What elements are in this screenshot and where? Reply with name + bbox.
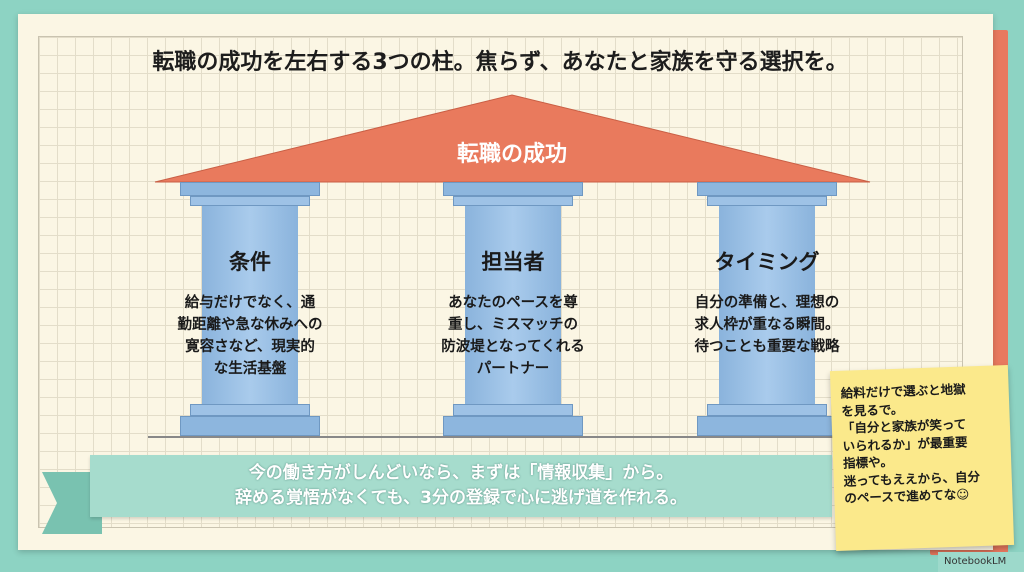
pillar-title: タイミング [714,250,820,274]
sticky-note: 給料だけで選ぶと地獄 を見るで。 「自分と家族が笑って いられるか」が最重要 指… [829,364,1015,552]
pillar-timing [697,182,837,438]
banner-line-1: 今の働き方がしんどいなら、まずは「情報収集」から。 [248,463,674,483]
pillar-agent [443,182,583,438]
ground-line [148,436,883,438]
roof-label: 転職の成功 [456,142,567,167]
pillar-title: 条件 [229,250,271,274]
watermark-text: NotebookLM [944,556,1007,567]
pillar-description: 給与だけでなく、通 勤距離や急な休みへの 寛容さなど、現実的 な生活基盤 [177,295,323,377]
pillar-description: あなたのペースを尊 重し、ミスマッチの 防波堤となってくれる パートナー [441,295,585,377]
pillar-conditions [180,182,320,438]
slide-title: 転職の成功を左右する3つの柱。焦らず、あなたと家族を守る選択を。 [152,50,848,75]
message-banner: 今の働き方がしんどいなら、まずは「情報収集」から。 辞める覚悟がなくても、3分の… [90,455,832,517]
banner-line-2: 辞める覚悟がなくても、3分の登録で心に逃げ道を作れる。 [235,488,687,508]
pillar-title: 担当者 [481,250,545,274]
pillar-description: 自分の準備と、理想の 求人枠が重なる瞬間。 待つことも重要な戦略 [694,295,840,355]
notebooklm-watermark: NotebookLM [938,552,1024,572]
